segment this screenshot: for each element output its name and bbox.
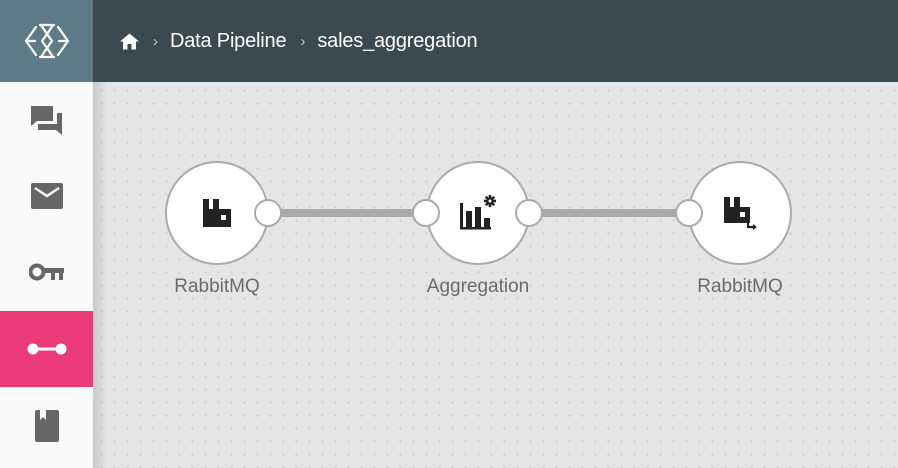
breadcrumb-separator: › [300,32,306,50]
top-header: › Data Pipeline › sales_aggregation [93,0,898,82]
node-label: RabbitMQ [174,276,260,297]
breadcrumb-home[interactable] [120,33,139,50]
home-icon [120,33,139,49]
envelope-icon [30,183,63,209]
bar-chart-gear-icon [460,195,496,230]
sidebar-item-keys[interactable] [0,234,93,310]
breadcrumb: › Data Pipeline › sales_aggregation [120,29,478,53]
node-label: RabbitMQ [697,276,783,297]
output-port[interactable] [515,199,543,227]
sidebar-item-pipelines[interactable] [0,311,93,387]
pipeline-node-aggregation[interactable] [426,161,530,265]
app-logo-icon [24,23,69,59]
node-label: Aggregation [426,276,530,297]
canvas-shadow [93,82,107,468]
breadcrumb-current-pipeline: sales_aggregation [317,29,478,52]
chat-bubbles-icon [30,106,62,135]
rabbitmq-source-icon [203,199,231,227]
input-port[interactable] [412,199,440,227]
pipeline-edge-aggregation-to-sink[interactable] [539,209,687,217]
sidebar-item-mail[interactable] [0,158,93,234]
breadcrumb-separator: › [153,32,158,50]
bookmark-icon [34,410,59,442]
breadcrumb-data-pipeline[interactable]: Data Pipeline [170,29,287,52]
pipeline-edge-source-to-aggregation[interactable] [279,209,427,217]
pipeline-canvas[interactable]: RabbitMQ Aggregation [93,82,898,468]
output-port[interactable] [254,199,282,227]
sidebar [0,0,93,468]
sidebar-item-chat[interactable] [0,82,93,158]
app-logo[interactable] [0,0,93,82]
key-icon [28,263,64,281]
pipeline-connector-icon [27,343,66,355]
sidebar-item-bookmarks[interactable] [0,388,93,464]
rabbitmq-sink-icon [724,197,757,230]
input-port[interactable] [675,199,703,227]
pipeline-node-rabbitmq-sink[interactable] [688,161,792,265]
